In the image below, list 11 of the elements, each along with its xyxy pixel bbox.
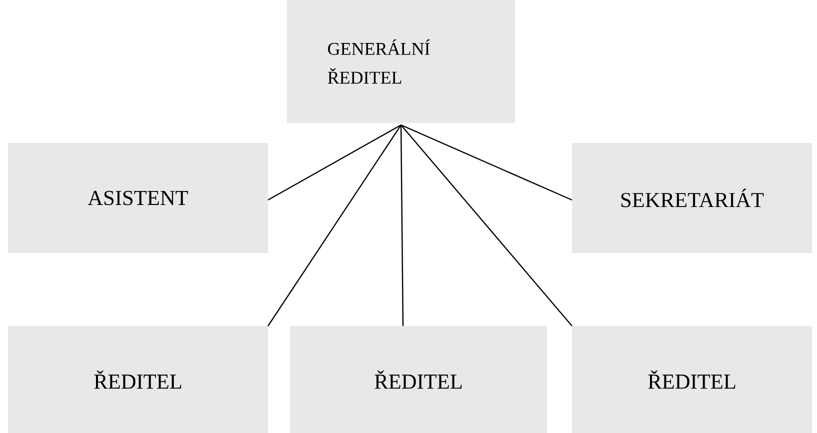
org-box: GENERÁLNÍ ŘEDITEL (287, 0, 515, 123)
org-box: ŘEDITEL (290, 326, 547, 433)
connector-line (268, 124, 402, 326)
org-box: ŘEDITEL (572, 326, 812, 433)
connector-line (400, 124, 572, 201)
org-box: SEKRETARIÁT (572, 143, 812, 253)
connector-line (268, 124, 402, 201)
connector-line (400, 124, 572, 326)
org-box: ASISTENT (8, 143, 268, 253)
org-box: ŘEDITEL (8, 326, 268, 433)
connector-line (400, 125, 404, 326)
